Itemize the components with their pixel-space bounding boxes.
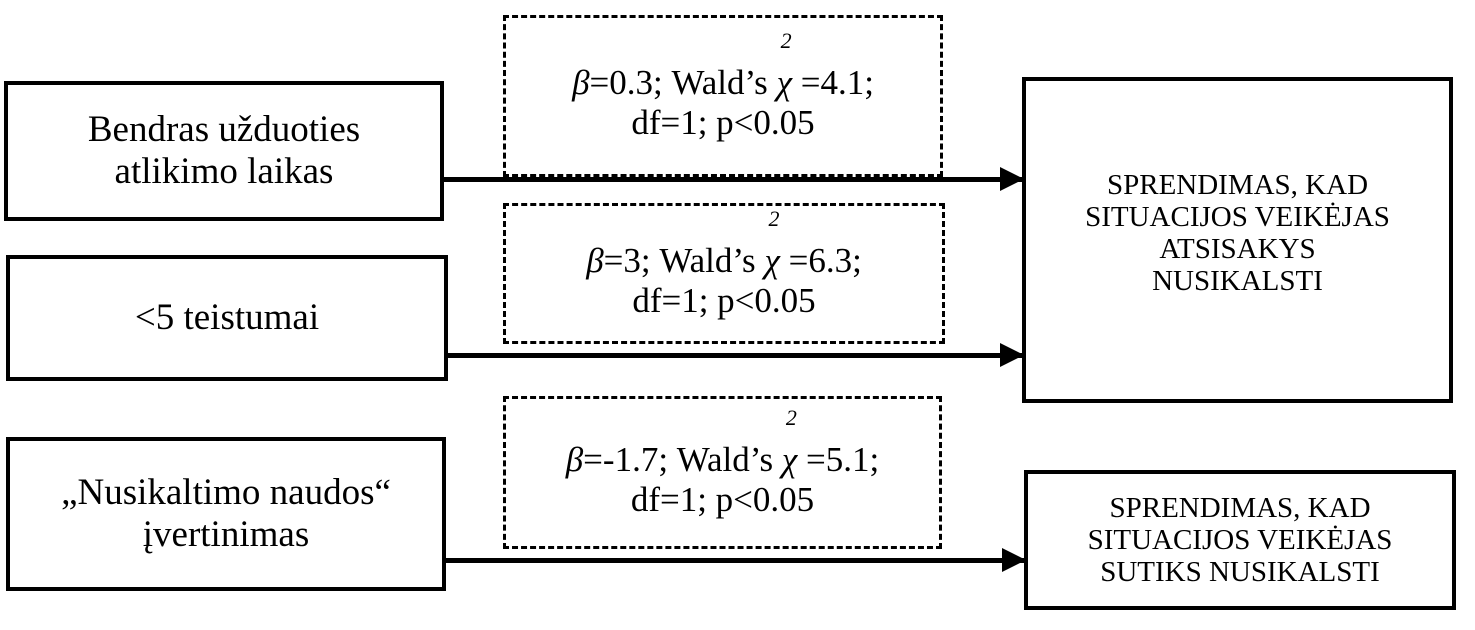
chi-value: =6.3; (788, 240, 862, 280)
arrow-edge-2 (448, 343, 1024, 367)
predictor-box-convictions: <5 teistumai (6, 255, 448, 381)
predictor-label: „Nusikaltimo naudos“ įvertinimas (61, 472, 391, 556)
arrowhead-icon (1000, 343, 1024, 367)
beta-symbol: β (565, 439, 584, 479)
outcome-label-line: SPRENDIMAS, KAD (1109, 492, 1371, 524)
outcome-label-line: SPRENDIMAS, KAD (1106, 169, 1369, 201)
arrowhead-icon (1002, 548, 1026, 572)
chi-exponent: 2 (768, 205, 780, 231)
predictor-box-task-time: Bendras užduoties atlikimo laikas (4, 81, 444, 221)
predictor-box-crime-benefit: „Nusikaltimo naudos“ įvertinimas (6, 437, 446, 591)
stats-box-2: β=3; Wald’s χ 2 =6.3; df=1; p<0.05 (503, 203, 945, 344)
stats-box-3: β=-1.7; Wald’s χ 2 =5.1; df=1; p<0.05 (503, 396, 942, 549)
beta-value: =0.3; Wald’s (589, 63, 777, 102)
stats-line-1: β=0.3; Wald’s χ 2 =4.1; (572, 28, 874, 103)
stats-line-2: df=1; p<0.05 (631, 103, 815, 142)
predictor-label-line: įvertinimas (142, 514, 310, 555)
predictor-label-line: Bendras užduoties (87, 109, 361, 150)
arrow-edge-3 (446, 548, 1026, 572)
outcome-label-line: ATSISAKYS (1159, 233, 1316, 265)
outcome-label-line: NUSIKALSTI (1152, 265, 1323, 297)
outcome-box-refuse-crime: SPRENDIMAS, KAD SITUACIJOS VEIKĖJAS ATSI… (1022, 77, 1453, 403)
chi-exponent: 2 (780, 28, 792, 53)
outcome-label: SPRENDIMAS, KAD SITUACIJOS VEIKĖJAS SUTI… (1088, 492, 1393, 588)
beta-value: =-1.7; Wald’s (583, 439, 782, 479)
chi-value: =4.1; (800, 63, 874, 102)
beta-symbol: β (586, 240, 604, 280)
chi-exponent: 2 (785, 404, 797, 430)
stats-line-2: df=1; p<0.05 (630, 479, 815, 519)
stats-line-2: df=1; p<0.05 (632, 280, 816, 320)
predictor-label: Bendras užduoties atlikimo laikas (88, 109, 360, 193)
stats-box-1: β=0.3; Wald’s χ 2 =4.1; df=1; p<0.05 (503, 15, 943, 177)
outcome-label-line: SITUACIJOS VEIKĖJAS (1087, 524, 1393, 556)
arrowhead-icon (1000, 167, 1024, 191)
outcome-label: SPRENDIMAS, KAD SITUACIJOS VEIKĖJAS ATSI… (1085, 169, 1390, 297)
beta-value: =3; Wald’s (603, 240, 765, 280)
predictor-label-line: atlikimo laikas (114, 151, 334, 192)
predictor-label: <5 teistumai (134, 297, 320, 338)
arrow-edge-1 (444, 167, 1024, 191)
chi-symbol: χ (776, 63, 792, 102)
outcome-label-line: SITUACIJOS VEIKĖJAS (1085, 201, 1390, 233)
stats-line-1: β=-1.7; Wald’s χ 2 =5.1; (565, 405, 880, 480)
chi-symbol: χ (781, 439, 798, 479)
stats-line-1: β=3; Wald’s χ 2 =6.3; (586, 206, 862, 281)
outcome-box-agree-crime: SPRENDIMAS, KAD SITUACIJOS VEIKĖJAS SUTI… (1024, 470, 1456, 610)
chi-symbol: χ (764, 240, 780, 280)
chi-value: =5.1; (806, 439, 880, 479)
outcome-label-line: SUTIKS NUSIKALSTI (1100, 556, 1380, 588)
beta-symbol: β (572, 63, 590, 102)
predictor-label-line: „Nusikaltimo naudos“ (61, 472, 391, 513)
